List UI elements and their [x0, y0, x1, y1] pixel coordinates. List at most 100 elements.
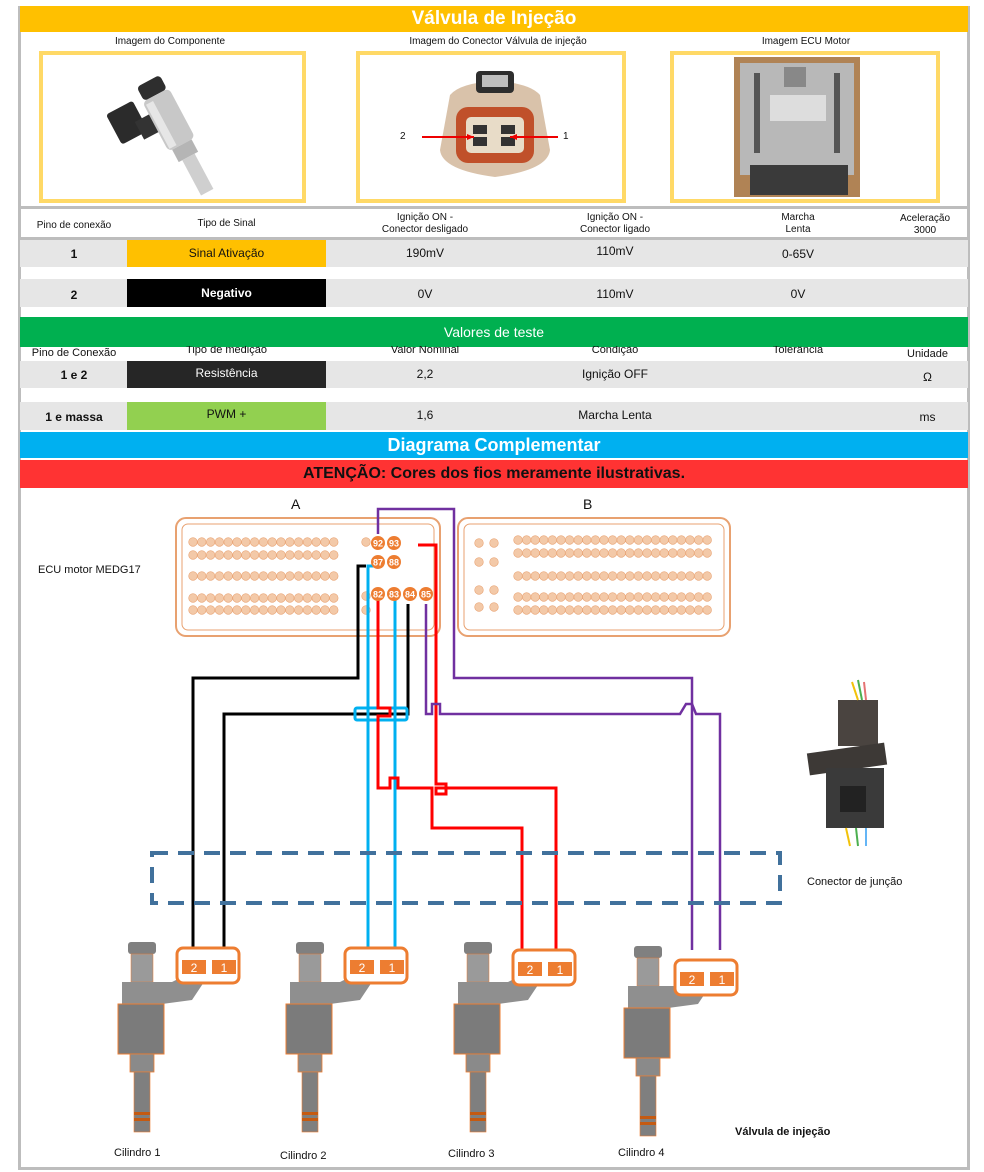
- ecu-pin: [659, 605, 669, 615]
- ecu-pin: [258, 605, 269, 615]
- ecu-pin: [329, 571, 339, 581]
- ecu-photo-icon: [734, 57, 860, 197]
- test-row1-condition: Ignição OFF: [581, 367, 649, 381]
- ecu-pin: [582, 592, 592, 602]
- ecu-pin: [676, 548, 687, 558]
- ecu-pin: [547, 535, 558, 545]
- ecu-pin: [668, 548, 678, 558]
- ecu-pin: [329, 593, 339, 603]
- ecu-pin: [513, 535, 523, 545]
- row1-ign-on-connected: 110mV: [596, 244, 634, 258]
- ecu-pin: [633, 605, 644, 615]
- ecu-pin: [285, 571, 295, 581]
- ecu-pin: [599, 571, 609, 581]
- ecu-pin: [267, 593, 277, 603]
- ecu-pin: [616, 592, 626, 602]
- ecu-pin: [625, 548, 635, 558]
- header-line: Lenta: [785, 224, 811, 235]
- ecu-pin-highlight: [371, 555, 385, 569]
- ecu-pin: [702, 548, 712, 558]
- ecu-pin: [197, 537, 207, 547]
- ecu-pin: [547, 605, 558, 615]
- ecu-pin: [625, 605, 635, 615]
- ecu-pin: [539, 548, 549, 558]
- ecu-pin: [625, 571, 635, 581]
- test-row2-nominal: 1,6: [416, 408, 434, 422]
- ecu-pin: [676, 605, 687, 615]
- ecu-pin: [250, 605, 260, 615]
- col-header-pin: Pino de Conexão: [31, 347, 117, 359]
- ecu-pin: [276, 605, 286, 615]
- wire-red-cyl3-pin1: [418, 543, 558, 950]
- ecu-pin: [489, 557, 499, 567]
- connector-b-label: B: [583, 496, 593, 512]
- ecu-pin: [693, 605, 704, 615]
- ecu-pin-number: 82: [373, 590, 383, 600]
- ecu-pin: [573, 605, 583, 615]
- injector-valve-label: Válvula de injeção: [735, 1126, 831, 1138]
- ecu-pin: [556, 605, 566, 615]
- header-line: Ignição ON -: [396, 212, 454, 223]
- ecu-pin: [547, 548, 558, 558]
- document-frame: [18, 6, 970, 1170]
- ecu-pin: [513, 548, 523, 558]
- ecu-pin: [188, 593, 198, 603]
- ecu-pin: [547, 592, 558, 602]
- injector-photo-icon: [107, 76, 214, 196]
- ecu-pin: [223, 571, 233, 581]
- ecu-pin: [556, 535, 566, 545]
- ecu-pin: [294, 605, 304, 615]
- ecu-pin: [659, 535, 669, 545]
- ecu-pin: [556, 571, 566, 581]
- test-row2-type: PWM +: [127, 402, 326, 430]
- row2-signal-type: Negativo: [127, 279, 326, 307]
- col-header-condition: Condição: [591, 346, 639, 356]
- col-header-measure-type: Tipo de medição: [186, 346, 267, 356]
- ecu-pin: [361, 537, 371, 547]
- ecu-pin: [607, 535, 618, 545]
- col-header-nominal: Valor Nominal: [390, 346, 460, 356]
- test-row1-type: Resistência: [127, 361, 326, 388]
- ecu-pin: [685, 592, 695, 602]
- ecu-pin: [676, 571, 687, 581]
- ecu-pin: [564, 548, 575, 558]
- ecu-pin: [285, 605, 295, 615]
- row2-ign-on-disconnected: 0V: [417, 287, 433, 301]
- divider: [20, 206, 968, 209]
- ecu-pin: [214, 593, 224, 603]
- connector-pin-number: 2: [359, 961, 366, 975]
- ecu-pin: [206, 605, 216, 615]
- connector-pin-number: 1: [557, 963, 564, 977]
- ecu-pin: [573, 571, 583, 581]
- ecu-pin-number: 88: [389, 558, 399, 568]
- ecu-pin: [285, 593, 295, 603]
- ecu-pin: [223, 593, 233, 603]
- ecu-pin: [474, 585, 484, 595]
- ecu-pin: [642, 535, 652, 545]
- ecu-pin: [294, 571, 304, 581]
- ecu-pin: [188, 571, 198, 581]
- ecu-pin: [250, 537, 260, 547]
- ecu-pin-highlight: [387, 536, 401, 550]
- row2-pin: 2: [70, 288, 78, 302]
- ecu-pin: [530, 592, 540, 602]
- ecu-pin: [329, 605, 339, 615]
- row1-idle: 0-65V: [781, 247, 815, 261]
- test-row1-nominal: 2,2: [416, 367, 434, 381]
- ecu-pin: [311, 571, 321, 581]
- connector-pin-number: 1: [221, 961, 228, 975]
- ecu-pin: [642, 605, 652, 615]
- header-line: Conector ligado: [579, 224, 651, 235]
- wire-red-cyl3-pin2: [376, 598, 524, 950]
- col-header-ign-on-connected: Ignição ON - Conector ligado: [540, 212, 690, 236]
- ecu-pin: [241, 537, 251, 547]
- ecu-pin: [633, 592, 644, 602]
- ecu-pin: [616, 535, 626, 545]
- ecu-pin: [521, 605, 532, 615]
- ecu-pin: [320, 550, 330, 560]
- ecu-pin: [276, 593, 286, 603]
- ecu-pin: [214, 571, 224, 581]
- row1-ign-on-disconnected: 190mV: [405, 246, 445, 260]
- ecu-connector-b: [457, 517, 731, 637]
